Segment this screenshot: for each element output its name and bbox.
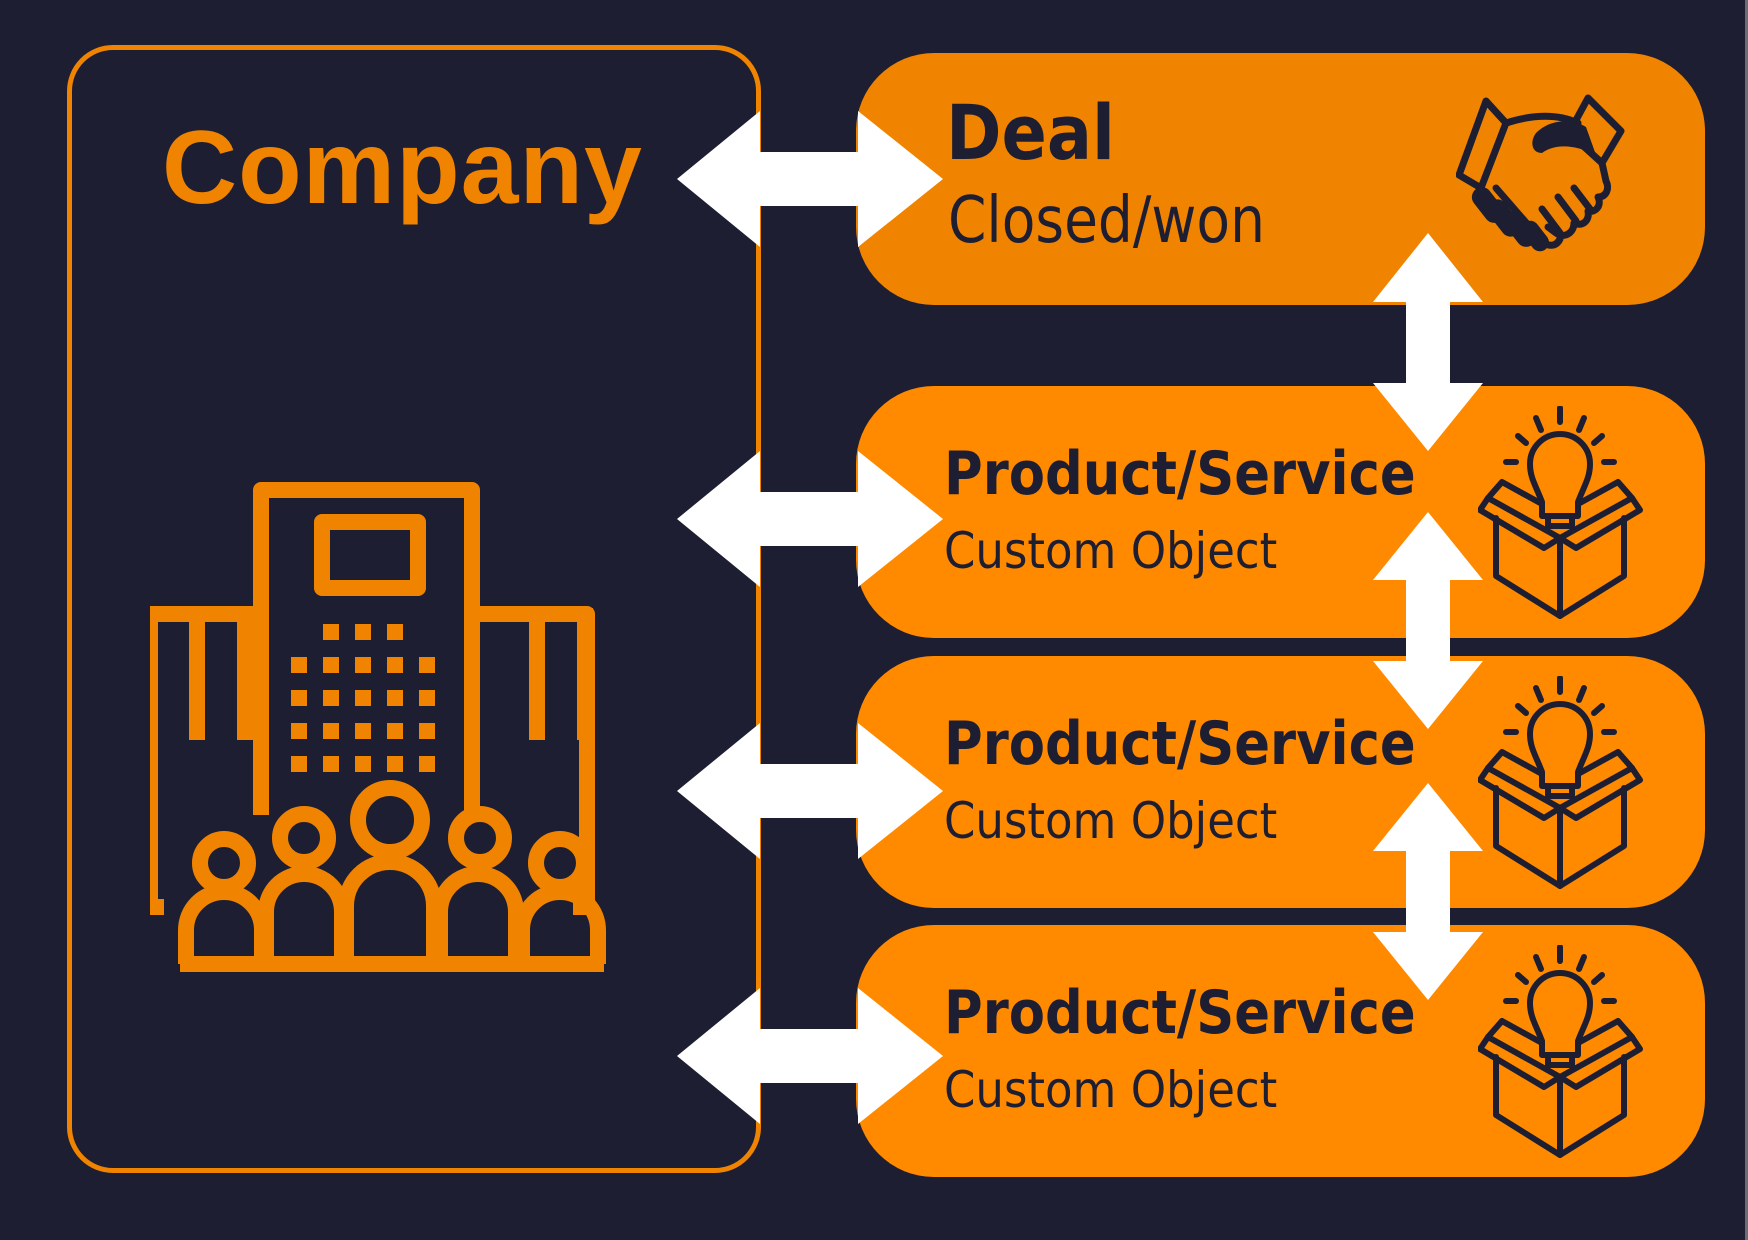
lightbulb-in-box-icon xyxy=(1478,676,1643,889)
deal-title: Deal xyxy=(946,88,1115,177)
product-subtitle: Custom Object xyxy=(944,1061,1278,1119)
product-card-3[interactable]: Product/Service Custom Object xyxy=(856,925,1705,1177)
arrow-company-product-3 xyxy=(677,988,943,1124)
lightbulb-in-box-icon xyxy=(1478,406,1643,619)
arrow-product-1-product-2 xyxy=(1373,512,1483,729)
office-building-with-people-icon xyxy=(150,482,606,972)
arrow-company-product-1 xyxy=(677,451,943,587)
product-title: Product/Service xyxy=(944,439,1416,509)
deal-subtitle: Closed/won xyxy=(948,184,1265,258)
deal-card[interactable]: Deal Closed/won xyxy=(856,53,1705,305)
handshake-icon xyxy=(1456,94,1625,252)
arrow-product-2-product-3 xyxy=(1373,783,1483,1000)
product-title: Product/Service xyxy=(944,978,1416,1048)
lightbulb-in-box-icon xyxy=(1478,945,1643,1158)
arrow-deal-product-1 xyxy=(1373,233,1483,451)
arrow-company-product-2 xyxy=(677,723,943,859)
image-right-edge xyxy=(1745,0,1748,1240)
company-label: Company xyxy=(162,110,643,226)
company-container xyxy=(67,45,761,1173)
product-card-2[interactable]: Product/Service Custom Object xyxy=(856,656,1705,908)
product-card-1[interactable]: Product/Service Custom Object xyxy=(856,386,1705,638)
product-subtitle: Custom Object xyxy=(944,792,1278,850)
product-subtitle: Custom Object xyxy=(944,522,1278,580)
product-title: Product/Service xyxy=(944,709,1416,779)
arrow-company-deal xyxy=(677,111,943,247)
